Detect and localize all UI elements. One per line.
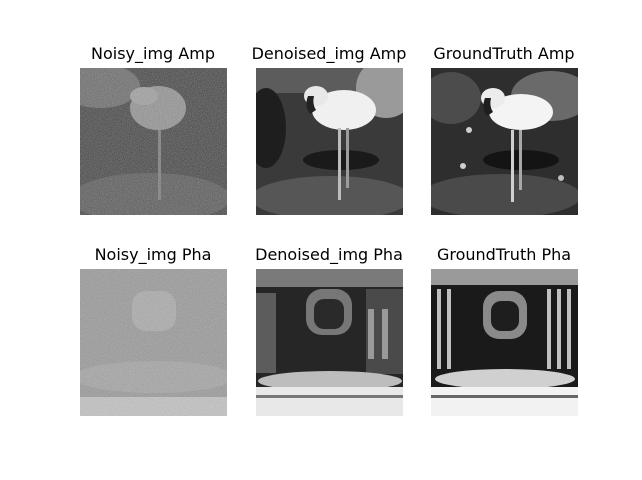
noisy-amp-image (80, 68, 227, 215)
denoised-amp-image (256, 68, 403, 215)
denoised-pha-image (256, 269, 403, 416)
groundtruth-amp-image (431, 68, 578, 215)
noisy-pha-image (80, 269, 227, 416)
groundtruth-pha-image (431, 269, 578, 416)
panel-title-denoised-pha: Denoised_img Pha (255, 245, 403, 264)
panel-title-denoised-amp: Denoised_img Amp (251, 44, 407, 63)
panel-title-groundtruth-amp: GroundTruth Amp (433, 44, 575, 63)
panel-title-noisy-amp: Noisy_img Amp (91, 44, 215, 63)
panel-title-groundtruth-pha: GroundTruth Pha (436, 245, 572, 264)
panel-title-noisy-pha: Noisy_img Pha (94, 245, 212, 264)
